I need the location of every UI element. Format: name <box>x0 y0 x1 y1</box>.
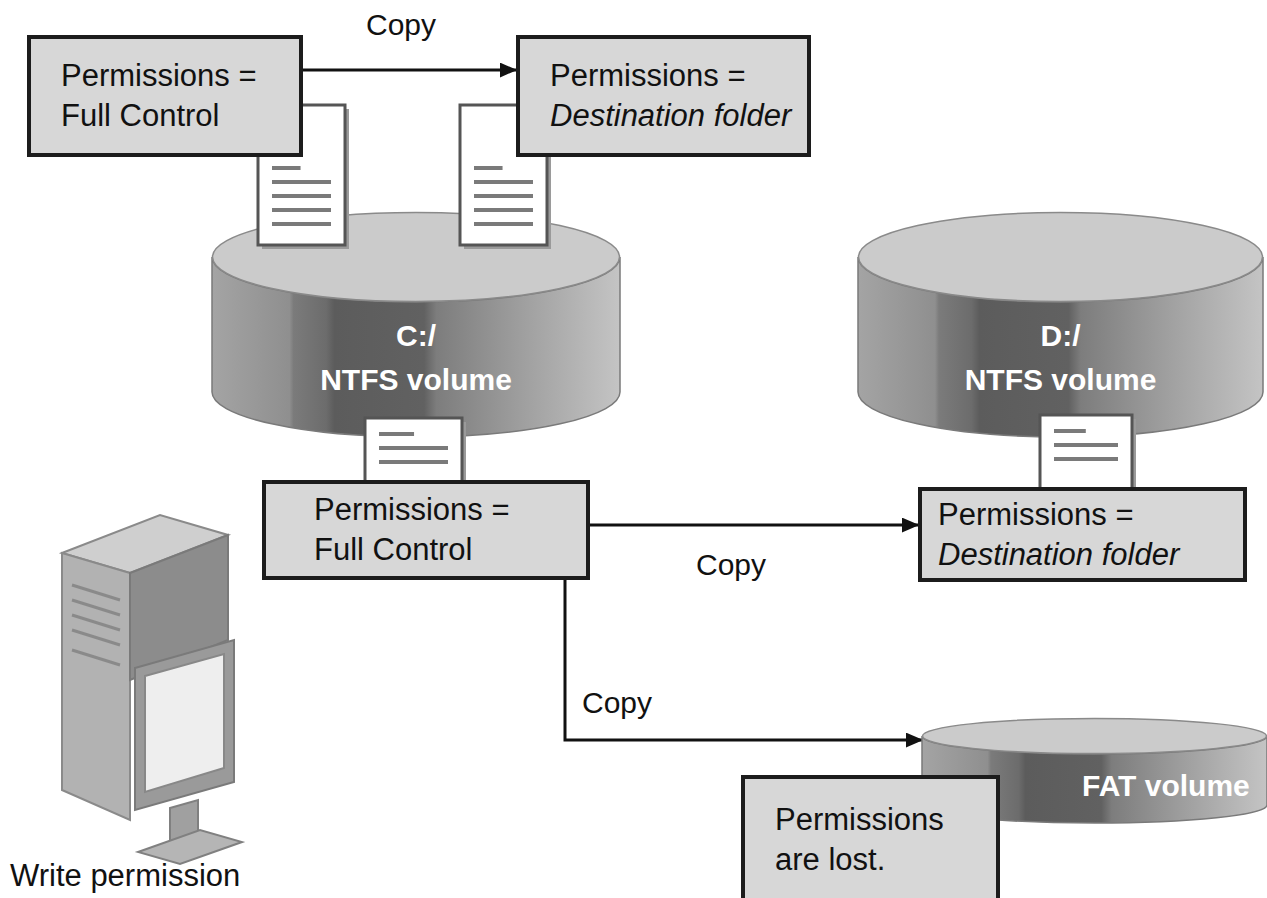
copy-arrow <box>590 524 918 527</box>
volume-label: FAT volume <box>1082 764 1250 808</box>
permission-text: Permissions are lost. <box>775 800 984 879</box>
permission-text: Permissions = <box>314 490 570 530</box>
volume-label: NTFS volume <box>320 358 512 402</box>
permission-text: Permissions = <box>938 495 1231 535</box>
permission-box: Permissions =Destination folder <box>918 487 1247 582</box>
permission-box: Permissions =Destination folder <box>516 35 811 157</box>
volume-label: NTFS volume <box>965 358 1157 402</box>
edge-label: Copy <box>692 548 770 582</box>
permission-box: Permissions =Full Control <box>27 35 303 157</box>
edge-label: Copy <box>362 8 440 42</box>
edge-label: Copy <box>578 686 656 720</box>
permission-text: Permissions = <box>550 56 791 96</box>
permission-text: Full Control <box>61 96 283 136</box>
server-computer-icon <box>62 515 242 864</box>
permission-box: Permissions are lost. <box>741 775 1000 898</box>
permission-text: Permissions = <box>61 56 283 96</box>
permission-text: Destination folder <box>938 535 1231 575</box>
copy-arrow <box>303 69 516 72</box>
volume-cylinder: D:/NTFS volume <box>858 212 1263 437</box>
copy-arrow <box>565 580 922 740</box>
caption-label: Write permission <box>10 858 240 894</box>
volume-label: C:/ <box>396 314 436 358</box>
permission-text: Full Control <box>314 530 570 570</box>
permission-box: Permissions =Full Control <box>262 480 590 580</box>
permission-text: Destination folder <box>550 96 791 136</box>
volume-label: D:/ <box>1041 314 1081 358</box>
